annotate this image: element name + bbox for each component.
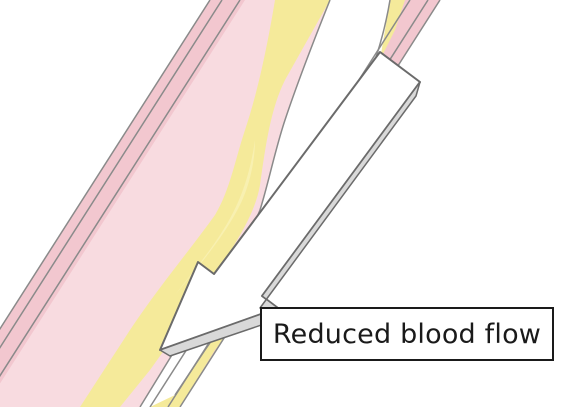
label-text: Reduced blood flow (273, 319, 541, 350)
reduced-blood-flow-label: Reduced blood flow (260, 307, 554, 361)
